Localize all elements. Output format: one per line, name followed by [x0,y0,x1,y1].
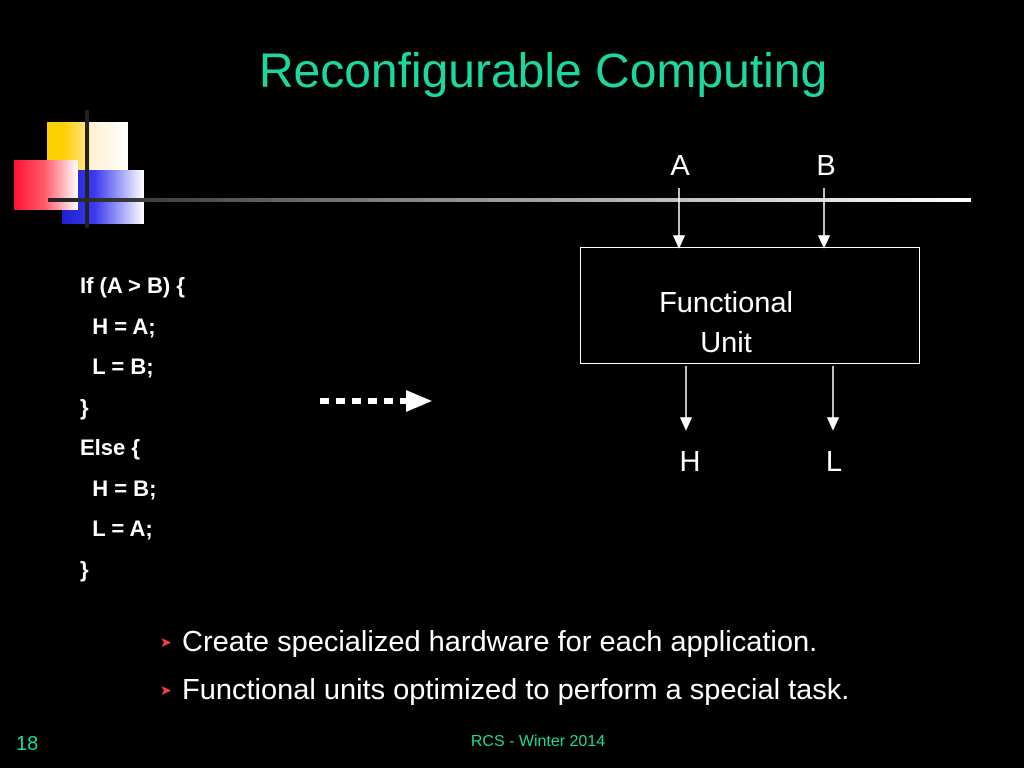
decor-white-square [90,122,128,170]
code-line: Else { [80,435,140,460]
code-line: H = A; [80,313,156,339]
code-line: If (A > B) { [80,273,185,298]
bullet-text: Create specialized hardware for each app… [182,626,818,658]
page-number: 18 [16,733,39,755]
arrow-h-head [679,417,693,431]
decor-vertical-line [85,110,89,228]
bullet-list: ➤ Create specialized hardware for each ap… [160,620,849,716]
input-a-label: A [670,150,690,182]
code-line: L = B; [80,354,154,379]
bullet-text: Functional units optimized to perform a … [182,674,850,706]
arrow-a-head [672,235,686,249]
output-h-label: H [679,446,701,478]
code-block: If (A > B) { H = A; L = B; } Else { H = … [80,266,185,590]
code-line: H = B; [80,475,157,501]
slide-footer: RCS - Winter 2014 [470,733,606,750]
code-line: } [80,556,89,582]
list-item: ➤ Create specialized hardware for each ap… [160,620,849,668]
arrowhead-bullet-icon: ➤ [160,634,172,650]
dotted-arrow-icon [320,390,432,412]
list-item: ➤ Functional units optimized to perform a… [160,668,849,716]
output-l-label: L [825,446,843,478]
arrow-b-head [817,235,831,249]
code-line: } [80,394,89,420]
slide-title: Reconfigurable Computing [258,45,828,98]
title-divider-line [48,198,971,202]
arrowhead-bullet-icon: ➤ [160,682,172,698]
functional-unit-box [580,247,920,364]
code-line: L = A; [80,516,153,541]
input-b-label: B [816,150,836,182]
arrow-l-head [826,417,840,431]
